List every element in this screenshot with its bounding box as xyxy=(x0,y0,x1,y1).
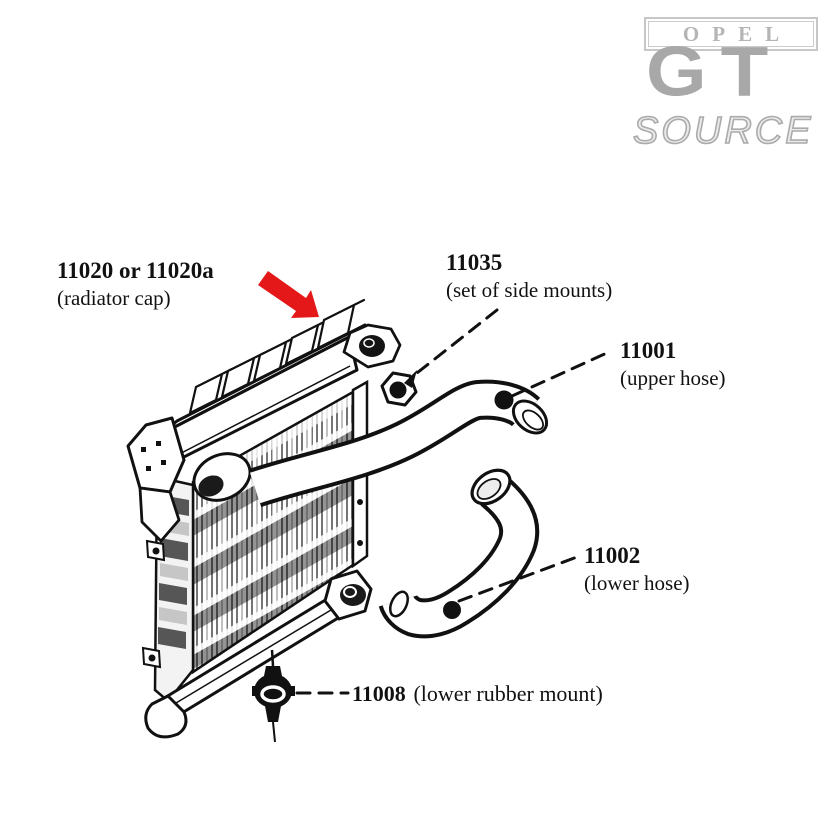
label-lower-hose: 11002 (lower hose) xyxy=(584,541,690,597)
part-number-lower-hose: 11002 xyxy=(584,543,641,568)
leader-line-upper-hose xyxy=(510,350,611,398)
label-side-mounts: 11035 (set of side mounts) xyxy=(446,248,612,304)
part-number-side-mounts: 11035 xyxy=(446,250,503,275)
leader-arrowhead xyxy=(404,370,417,388)
label-lower-rubber-mount: 11008 (lower rubber mount) xyxy=(352,680,603,708)
part-desc-upper-hose: (upper hose) xyxy=(620,366,726,391)
lower-hose-callout-dot xyxy=(443,601,461,619)
bottom-frame xyxy=(144,583,368,739)
red-arrow-icon xyxy=(258,271,319,318)
part-desc-lower-hose: (lower hose) xyxy=(584,571,690,596)
leader-line-side-mounts xyxy=(415,308,499,375)
part-desc-radiator-cap: (radiator cap) xyxy=(57,286,171,311)
part-desc-lower-rubber-mount: (lower rubber mount) xyxy=(413,681,603,706)
radiator-cap xyxy=(342,323,402,369)
label-radiator-cap: 11020 or 11020a (radiator cap) xyxy=(57,256,214,312)
lower-hose-part xyxy=(378,468,540,639)
left-end-bracket xyxy=(126,416,252,543)
part-desc-side-mounts: (set of side mounts) xyxy=(446,278,613,303)
lower-outlet xyxy=(323,569,373,621)
label-upper-hose: 11001 (upper hose) xyxy=(620,336,726,392)
leader-line-lower-hose xyxy=(457,555,579,603)
radiator-body xyxy=(126,298,402,739)
upper-hose-callout-dot xyxy=(494,390,514,410)
radiator-core xyxy=(193,392,353,672)
part-number-radiator-cap: 11020 or 11020a xyxy=(57,258,214,283)
lower-rubber-mount-part xyxy=(252,649,295,743)
part-number-lower-rubber-mount: 11008 xyxy=(352,681,406,706)
part-number-upper-hose: 11001 xyxy=(620,338,677,363)
upper-hose-part xyxy=(248,379,549,508)
